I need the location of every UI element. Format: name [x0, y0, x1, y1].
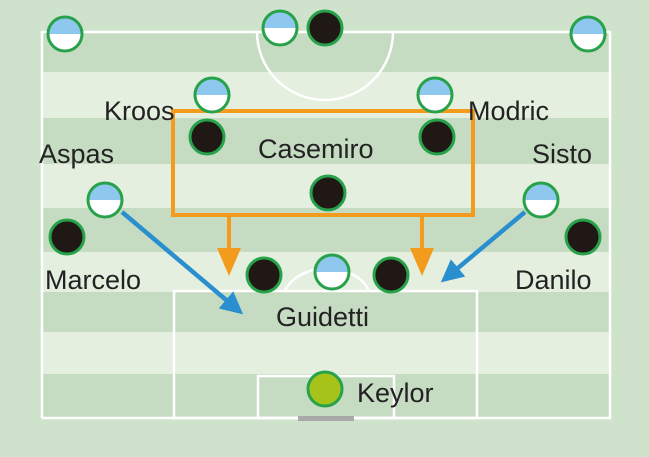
player-marker-dark — [306, 9, 344, 47]
orange-arrow-left — [217, 248, 241, 276]
label-casemiro: Casemiro — [258, 134, 374, 164]
label-marcelo: Marcelo — [45, 265, 141, 295]
midfield-box — [171, 109, 475, 252]
orange-arrow-right — [410, 248, 434, 276]
player-marker-dark — [372, 256, 410, 294]
goalkeeper-marker — [306, 370, 344, 408]
label-kroos: Kroos — [104, 96, 175, 126]
dark-team — [48, 9, 602, 294]
label-danilo: Danilo — [515, 265, 592, 295]
light-team — [46, 9, 607, 291]
player-marker-dark — [245, 256, 283, 294]
blue-arrow-right — [440, 210, 527, 283]
label-sisto: Sisto — [532, 139, 592, 169]
label-modric: Modric — [468, 96, 549, 126]
player-marker-light — [86, 181, 124, 219]
label-keylor: Keylor — [357, 378, 434, 408]
label-aspas: Aspas — [39, 139, 114, 169]
player-marker-light — [522, 181, 560, 219]
player-marker-dark — [188, 118, 226, 156]
pitch-stripes — [42, 32, 610, 418]
player-marker-light — [193, 76, 231, 114]
player-marker-light — [313, 253, 351, 291]
player-marker-dark — [564, 218, 602, 256]
player-marker-light — [569, 15, 607, 53]
label-guidetti: Guidetti — [276, 302, 369, 332]
goal — [298, 416, 354, 421]
player-marker-dark — [418, 118, 456, 156]
player-marker-light — [261, 9, 299, 47]
blue-arrow-left — [120, 210, 244, 315]
player-marker-light — [46, 15, 84, 53]
player-marker-dark — [48, 218, 86, 256]
player-marker-dark — [309, 174, 347, 212]
player-marker-light — [416, 76, 454, 114]
